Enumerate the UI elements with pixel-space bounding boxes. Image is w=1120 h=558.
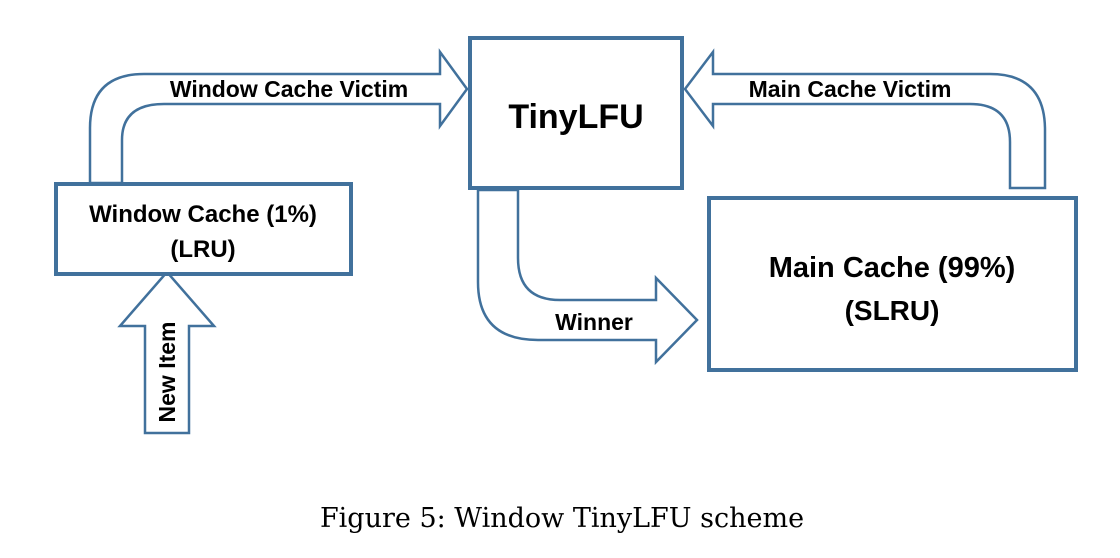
window-cache-title: Window Cache (1%) <box>89 201 317 228</box>
tinylfu-box <box>468 36 684 190</box>
main-cache-victim-label: Main Cache Victim <box>749 76 952 102</box>
tinylfu-label: TinyLFU <box>508 98 643 136</box>
main-cache-policy: (SLRU) <box>845 295 940 326</box>
new-item-arrow <box>117 270 217 435</box>
figure-caption: Figure 5: Window TinyLFU scheme <box>320 503 804 534</box>
window-cache-victim-arrow <box>88 48 469 185</box>
new-item-label: New Item <box>154 322 180 423</box>
main-cache-box <box>707 196 1078 372</box>
winner-arrow <box>476 188 699 366</box>
main-cache-victim-arrow <box>683 48 1047 190</box>
window-cache-box <box>54 182 353 276</box>
window-cache-victim-label: Window Cache Victim <box>170 76 408 102</box>
winner-label: Winner <box>555 309 633 335</box>
main-cache-title: Main Cache (99%) <box>769 252 1016 284</box>
window-cache-policy: (LRU) <box>170 236 235 263</box>
